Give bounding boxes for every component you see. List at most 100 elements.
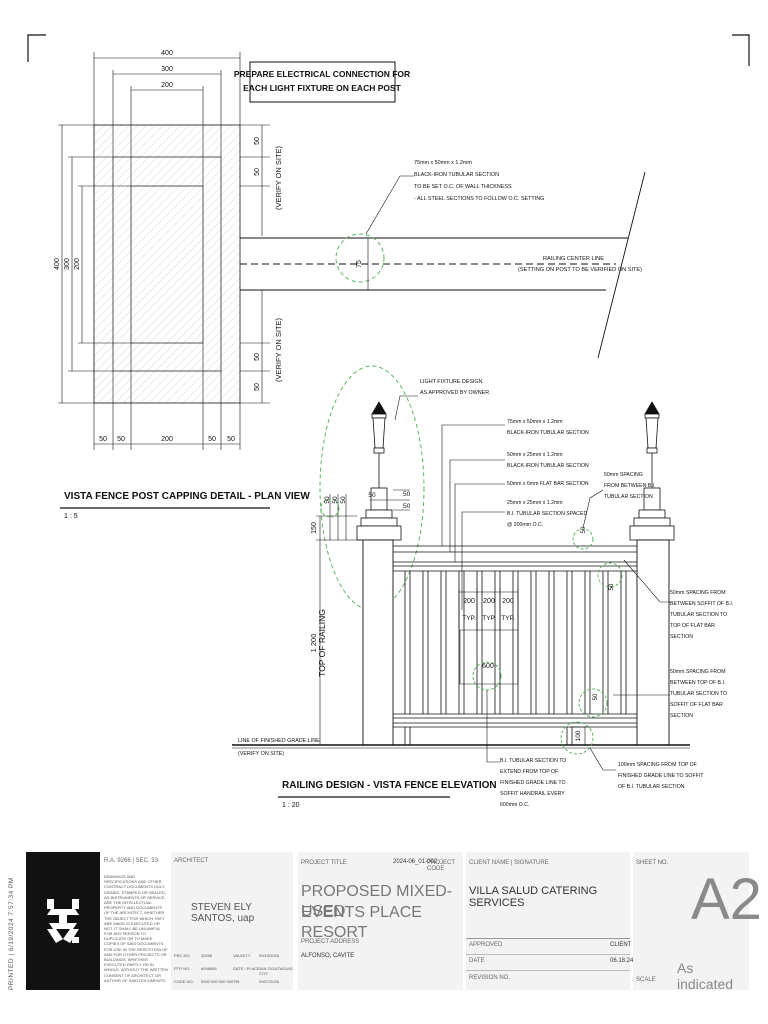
date-label: DATE (469, 958, 485, 964)
typ-label: TYP. (482, 615, 496, 622)
validity-label: VALIDITY (233, 953, 251, 958)
date-place-value: JAN 2024/TAGUIG CITY (259, 966, 293, 976)
bottom-note-line: OF B.I. TUBULAR SECTION (618, 784, 685, 790)
plan-dim-top-200: 200 (161, 82, 173, 89)
elevation-view: LIGHT FIXTURE DESIGN AS APPROVED BY OWNE… (232, 365, 733, 809)
post-inner-200 (130, 185, 204, 344)
leader-line (365, 175, 414, 235)
crop-marks (27, 34, 750, 66)
dim-small: 50 (332, 496, 339, 504)
grade-line-sub: (VERIFY ON SITE) (238, 751, 284, 757)
architect-label: ARCHITECT (174, 858, 209, 864)
title-block: PRINTED | 6/19/2024 7:57:34 PM R.A. 9266… (0, 850, 768, 1024)
spacing-note-line: TUBULAR SECTION (604, 494, 653, 500)
dim-small: 50 (340, 496, 347, 504)
detail-circle (578, 688, 608, 718)
plan-dim-bottom: 50 (227, 436, 235, 443)
light-note-line: AS APPROVED BY OWNER (420, 390, 489, 396)
dim-small: 50 (403, 503, 411, 510)
plan-dim-top-300: 300 (161, 66, 173, 73)
plan-dim-bottom: 200 (161, 436, 173, 443)
elev-leaders (394, 395, 670, 771)
elevation-scale: 1 : 20 (282, 802, 300, 809)
dim-100: 100 (575, 730, 582, 741)
ptr-label: PTR NO. (174, 966, 191, 971)
callout-line: 75mm x 50mm x 1.2mm (507, 419, 563, 425)
tube-note-line: - ALL STEEL SECTIONS TO FOLLOW O.C. SETT… (414, 196, 544, 202)
post-right (636, 539, 670, 746)
typ-dim: 200 (502, 598, 514, 605)
verify-on-site-label: (VERIFY ON SITE) (274, 317, 283, 382)
validity-value: 09/19/2026 (259, 953, 280, 958)
plan-dim-right-50: 50 (254, 383, 261, 391)
spacing-note-line: FROM BETWEEN B.I. (604, 483, 656, 489)
date-value: 06.18.24 (610, 958, 634, 964)
post-left (362, 539, 394, 746)
prc-label: PRC NO. (174, 953, 191, 958)
plan-dim-right-50: 50 (254, 353, 261, 361)
plan-dim-left-300: 300 (64, 258, 71, 270)
callout-line: 25mm x 25mm x 1.2mm (507, 500, 563, 506)
right-note-line: 50mm SPACING FROM (670, 669, 726, 675)
right-note-line: TOP OF FLAT BAR (670, 623, 715, 629)
railing-balusters (404, 571, 627, 745)
code-label: CODE NO. (174, 979, 194, 984)
ra-label: R.A. 9266 | SEC. 33 (104, 858, 158, 864)
sheet-number: A2 (691, 867, 762, 932)
client-name: VILLA SALUD CATERING SERVICES (469, 885, 598, 909)
scale-label: SCALE (636, 977, 656, 983)
prc-value: 32096 (201, 953, 213, 958)
dim-small: 50 (368, 492, 376, 499)
approved-value: CLIENT (610, 942, 632, 948)
detail-circle (572, 528, 594, 550)
firm-logo (26, 852, 100, 990)
dim-1200: 1 200 (309, 634, 318, 653)
right-note-line: BETWEEN TOP OF B.I. (670, 680, 725, 686)
railing-centerline-sub: (SETTING ON POST TO BE VERIFIED ON SITE) (518, 267, 642, 273)
dim-50: 50 (609, 583, 615, 590)
tin-label: TIN (233, 979, 240, 984)
right-note-line: TUBULAR SECTION TO (670, 691, 727, 697)
plan-dim-right-50: 50 (254, 137, 261, 145)
revision-label: REVISION NO. (469, 975, 511, 981)
client-label: CLIENT NAME | SIGNATURE (469, 860, 549, 866)
plan-dim-left-200: 200 (74, 258, 81, 270)
callout-line: 50mm x 6mm FLAT BAR SECTION (507, 481, 589, 487)
print-stamp: PRINTED | 6/19/2024 7:57:34 PM (8, 877, 15, 990)
plan-dim-left-400: 400 (54, 258, 61, 270)
disclaimer-text: DRAWINGS AND SPECIFICATIONS AND OTHER CO… (104, 874, 168, 983)
date-place-label: DATE / PLACE (233, 966, 260, 971)
dim-small: 50 (403, 491, 411, 498)
bottom-note-line: 100mm SPACING FROM TOP OF (618, 762, 697, 768)
bottom-note-line: SOFFIT HANDRAIL EVERY (500, 791, 565, 797)
callout-line: @ 200mm O.C. (507, 522, 543, 528)
plan-view-scale: 1 : 5 (64, 513, 78, 520)
plan-dim-lines (58, 52, 270, 450)
project-title-label: PROJECT TITLE (301, 860, 347, 866)
right-note-line: TUBULAR SECTION TO (670, 612, 727, 618)
architect-name: STEVEN ELY SANTOS, uap (191, 902, 255, 924)
code-value: 0000 000 000 000 (201, 979, 234, 984)
callout-line: 50mm x 25mm x 1.2mm (507, 452, 563, 458)
grade-line-label: LINE OF FINISHED GRADE LINE (238, 738, 320, 744)
electrical-note-line2: EACH LIGHT FIXTURE ON EACH POST (243, 83, 402, 93)
scale-value: As indicated (677, 960, 734, 992)
electrical-note-box (249, 61, 396, 103)
typ-label: TYP. (501, 615, 515, 622)
dim-75: 75 (356, 260, 363, 268)
light-note-line: LIGHT FIXTURE DESIGN (420, 379, 483, 385)
bottom-note-line: EXTEND FROM TOP OF (500, 769, 558, 775)
plan-dim-bottom: 50 (99, 436, 107, 443)
spacing-note-line: 50mm SPACING (604, 472, 643, 478)
plan-view: 400 300 200 400 300 200 50 50 50 50 (VER… (54, 50, 646, 520)
detail-circle (560, 721, 594, 755)
tube-note-line: 75mm x 50mm x 1.2mm (414, 160, 472, 166)
right-note-line: SECTION (670, 713, 693, 719)
dim-150: 150 (311, 522, 318, 534)
right-note-line: 50mm SPACING FROM (670, 590, 726, 596)
dim-small: 50 (324, 496, 331, 504)
sheet-panel: SHEET NO. A2 As indicated SCALE (633, 852, 762, 992)
tin-value: 09/07/2026 (259, 979, 280, 984)
project-title-line2: EVENTS PLACE RESORT (301, 904, 422, 941)
dim-50: 50 (581, 526, 587, 533)
